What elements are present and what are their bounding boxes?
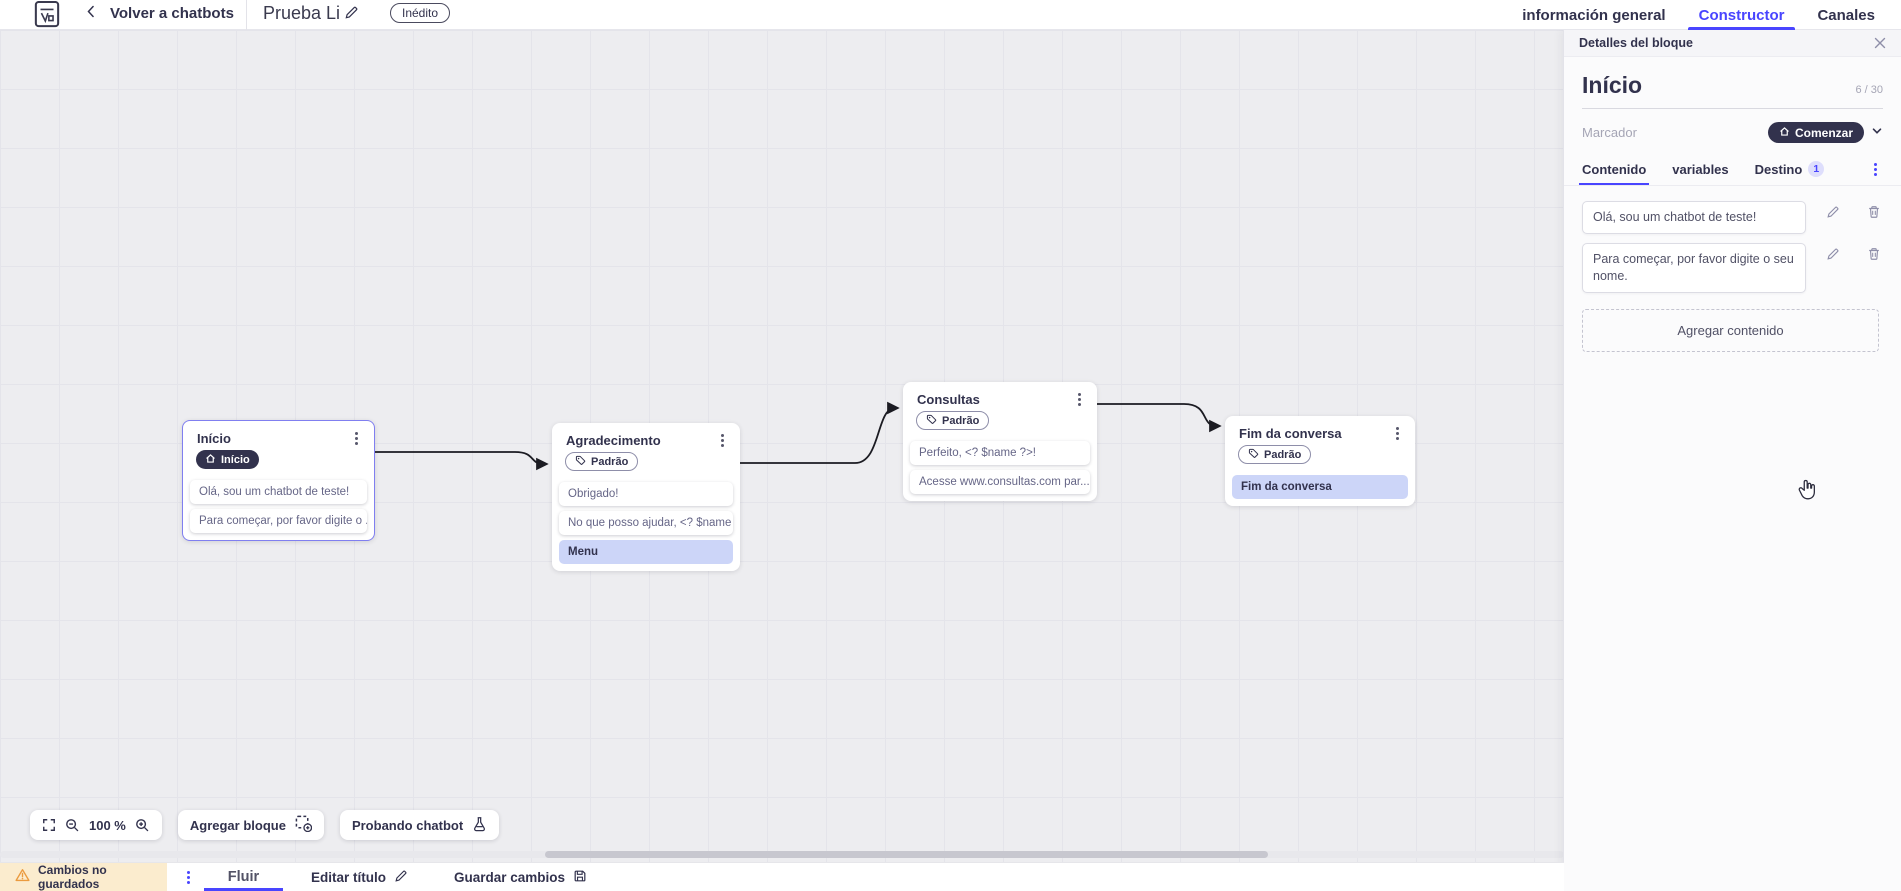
- block-message[interactable]: Acesse www.consultas.com par...: [910, 470, 1090, 494]
- tab-informacion-general[interactable]: información general: [1522, 6, 1666, 24]
- tag-icon: [1248, 448, 1259, 462]
- block-menu-icon[interactable]: [1071, 391, 1087, 407]
- back-label: Volver a chatbots: [110, 4, 234, 22]
- zoom-level: 100 %: [89, 817, 126, 833]
- tag-icon: [926, 414, 937, 428]
- status-badge: Inédito: [390, 3, 451, 23]
- block-menu-icon[interactable]: [1389, 425, 1405, 441]
- flow-block-agradecimento[interactable]: Agradecimento Padrão Obrigado! No que po…: [552, 423, 740, 571]
- panel-tabs-menu-icon[interactable]: [1867, 161, 1883, 177]
- marker-label: Marcador: [1582, 125, 1637, 140]
- home-icon: [205, 453, 216, 467]
- block-marker-tag: Início: [196, 450, 259, 469]
- add-block-icon: [295, 815, 313, 835]
- marker-row: Marcador Comenzar: [1582, 122, 1883, 143]
- zoom-controls: 100 %: [30, 810, 162, 840]
- content-message[interactable]: Para começar, por favor digite o seu nom…: [1582, 242, 1806, 293]
- edit-flow-title-icon[interactable]: [344, 5, 359, 23]
- panel-tabs: Contenido variables Destino 1: [1564, 153, 1901, 186]
- topbar-divider: [246, 0, 247, 30]
- warning-icon: [15, 868, 30, 887]
- panel-title: Detalles del bloque: [1579, 36, 1693, 50]
- block-type-tag: Padrão: [916, 411, 990, 430]
- block-name-field[interactable]: Início 6 / 30: [1582, 72, 1883, 109]
- flow-tab-fluir[interactable]: Fluir: [204, 863, 283, 891]
- flow-block-inicio[interactable]: Início Início Olá, sou um chatbot de tes…: [182, 420, 375, 541]
- mouse-cursor: [1796, 478, 1818, 507]
- delete-content-icon[interactable]: [1865, 203, 1883, 224]
- app-logo: [34, 0, 60, 34]
- edit-content-icon[interactable]: [1824, 203, 1842, 224]
- block-message[interactable]: Olá, sou um chatbot de teste!: [190, 480, 367, 504]
- canvas-controls: 100 % Agregar bloque Probando chatbot: [30, 810, 500, 840]
- block-menu-item[interactable]: Menu: [559, 540, 733, 564]
- connection-agradecimento-consultas: [740, 401, 900, 464]
- unsaved-label: Cambios no guardados: [38, 863, 107, 891]
- block-end-item[interactable]: Fim da conversa: [1232, 475, 1408, 499]
- chevron-down-icon[interactable]: [1871, 124, 1883, 142]
- block-title: Agradecimento: [566, 432, 661, 448]
- zoom-in-icon[interactable]: [135, 818, 150, 833]
- home-icon: [1779, 126, 1790, 140]
- content-item: Para começar, por favor digite o seu nom…: [1582, 242, 1883, 293]
- test-chatbot-button[interactable]: Probando chatbot: [339, 810, 500, 840]
- close-icon[interactable]: [1874, 37, 1886, 49]
- flask-icon: [472, 816, 487, 835]
- flow-canvas[interactable]: Início Início Olá, sou um chatbot de tes…: [0, 30, 1564, 862]
- block-details-panel: Detalles del bloque Início 6 / 30 Marcad…: [1563, 30, 1901, 891]
- active-tab-underline: [204, 888, 283, 891]
- content-message[interactable]: Olá, sou um chatbot de teste!: [1582, 201, 1806, 234]
- char-counter: 6 / 30: [1855, 84, 1883, 96]
- content-section: Olá, sou um chatbot de teste! Para começ…: [1564, 186, 1901, 500]
- block-message[interactable]: Obrigado!: [559, 482, 733, 506]
- back-chevron-icon: [86, 4, 96, 22]
- block-type-tag: Padrão: [1238, 445, 1312, 464]
- scrollbar-thumb[interactable]: [545, 851, 1268, 858]
- marker-select[interactable]: Comenzar: [1767, 122, 1864, 143]
- block-name-value: Início: [1582, 72, 1643, 98]
- block-menu-icon[interactable]: [348, 430, 364, 446]
- back-to-chatbots-button[interactable]: Volver a chatbots: [86, 4, 234, 22]
- flow-block-consultas[interactable]: Consultas Padrão Perfeito, <? $name ?>! …: [903, 382, 1097, 501]
- tab-contenido[interactable]: Contenido: [1579, 153, 1650, 185]
- save-icon: [573, 869, 587, 886]
- canvas-horizontal-scrollbar: [0, 851, 1564, 858]
- edit-title-button[interactable]: Editar título: [311, 869, 408, 886]
- connection-inicio-agradecimento: [375, 451, 549, 471]
- block-message[interactable]: No que posso ajudar, <? $name ...: [559, 511, 733, 535]
- add-content-button[interactable]: Agregar contenido: [1582, 308, 1879, 352]
- main-tabs: información general Constructor Canales: [1519, 0, 1878, 30]
- block-menu-icon[interactable]: [714, 432, 730, 448]
- tag-icon: [575, 455, 586, 469]
- destino-count-badge: 1: [1808, 161, 1825, 177]
- fit-screen-icon[interactable]: [42, 818, 56, 832]
- block-message[interactable]: Perfeito, <? $name ?>!: [910, 441, 1090, 465]
- bottombar: Cambios no guardados Fluir Editar título…: [0, 862, 1564, 891]
- save-changes-button[interactable]: Guardar cambios: [454, 869, 587, 886]
- tab-variables[interactable]: variables: [1672, 161, 1729, 177]
- topbar: Volver a chatbots Prueba Li Inédito info…: [0, 0, 1901, 30]
- active-tab-underline: [1579, 182, 1650, 185]
- block-title: Fim da conversa: [1239, 425, 1342, 441]
- delete-content-icon[interactable]: [1865, 245, 1883, 266]
- block-title: Consultas: [917, 391, 980, 407]
- tab-constructor[interactable]: Constructor: [1687, 0, 1796, 30]
- block-message[interactable]: Para começar, por favor digite o ...: [190, 509, 367, 533]
- flow-title: Prueba Li: [263, 3, 341, 23]
- edit-content-icon[interactable]: [1824, 245, 1842, 266]
- content-item: Olá, sou um chatbot de teste!: [1582, 201, 1883, 234]
- tab-canales[interactable]: Canales: [1817, 6, 1875, 24]
- active-tab-underline: [1687, 27, 1796, 30]
- pencil-icon: [394, 869, 408, 886]
- add-block-button[interactable]: Agregar bloque: [177, 810, 324, 840]
- connection-consultas-fim: [1097, 403, 1222, 433]
- unsaved-changes-badge: Cambios no guardados: [0, 863, 167, 891]
- flow-block-fim-da-conversa[interactable]: Fim da conversa Padrão Fim da conversa: [1225, 416, 1415, 506]
- block-type-tag: Padrão: [565, 452, 639, 471]
- bottombar-menu-icon[interactable]: [180, 869, 196, 885]
- block-title: Início: [197, 430, 231, 446]
- tab-destino[interactable]: Destino 1: [1755, 153, 1825, 185]
- zoom-out-icon[interactable]: [65, 818, 80, 833]
